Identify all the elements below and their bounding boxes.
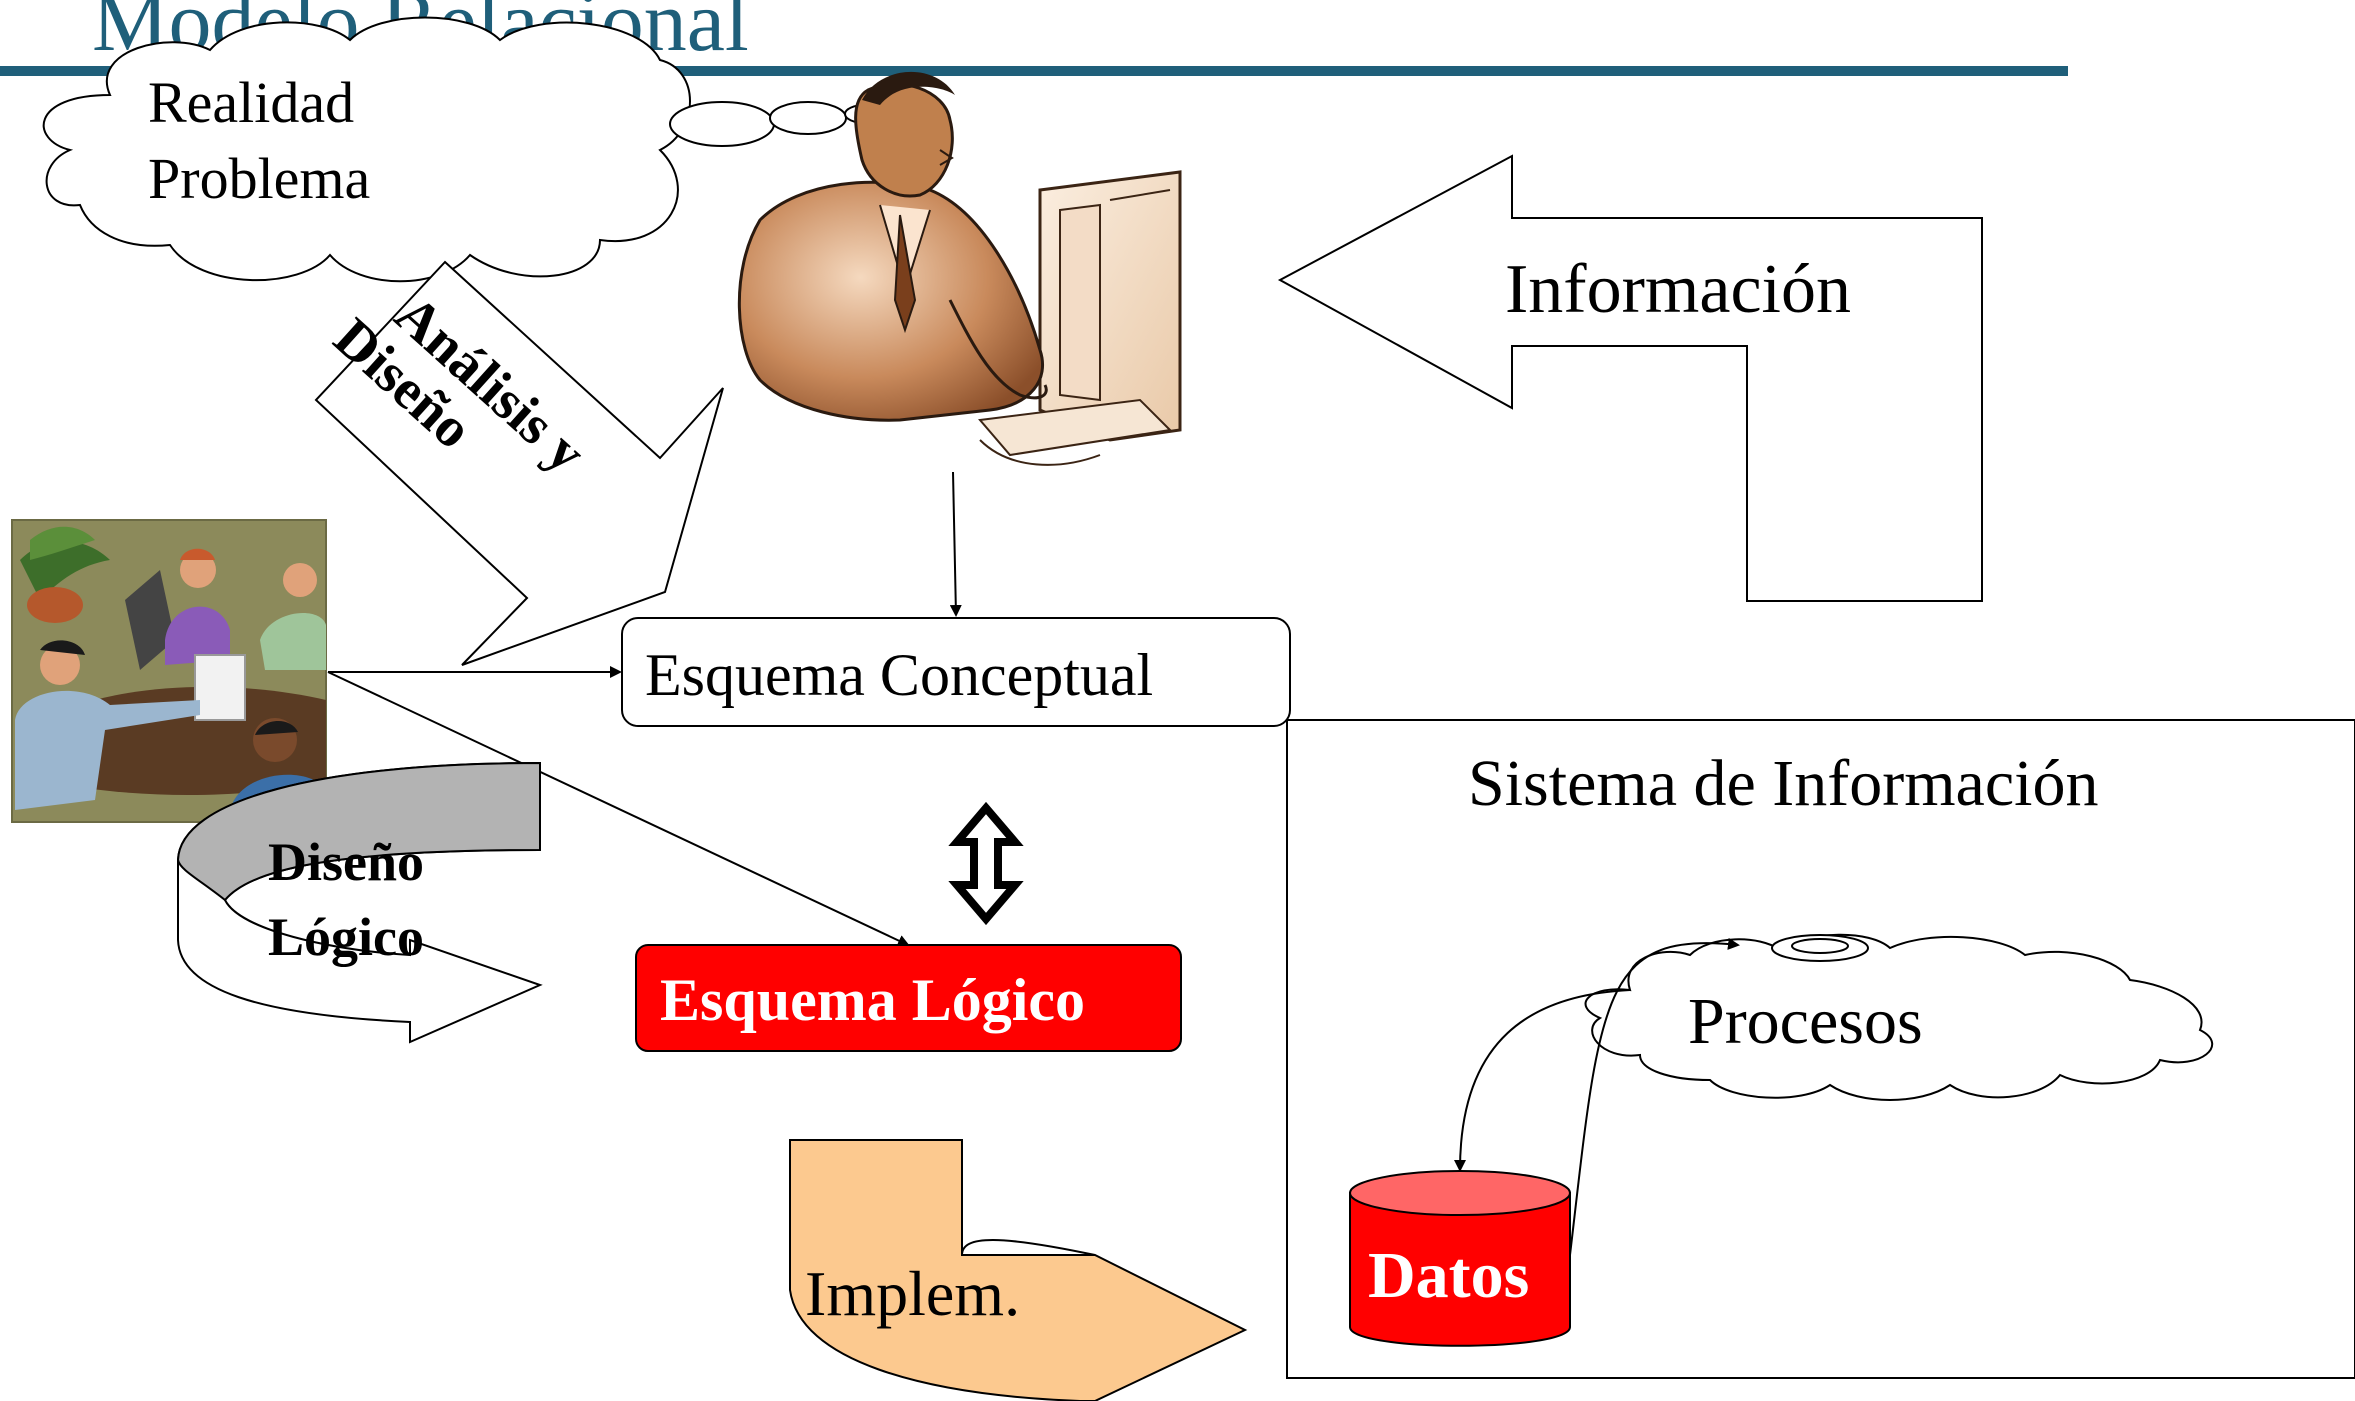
- implementation-label: Implem.: [805, 1258, 1020, 1329]
- conceptual-schema-label: Esquema Conceptual: [645, 642, 1153, 708]
- conceptual-schema-box: Esquema Conceptual: [621, 617, 1291, 727]
- cloud-text-realidad: Realidad: [148, 70, 354, 135]
- logical-schema-box: Esquema Lógico: [635, 944, 1182, 1052]
- data-cylinder: Datos: [1349, 1170, 1571, 1347]
- cloud-text-problema: Problema: [148, 146, 370, 211]
- analysis-design-arrow: Análisis y Diseño: [314, 260, 724, 666]
- title-rule: [0, 66, 2068, 76]
- processes-label: Procesos: [1688, 985, 1923, 1058]
- logical-design-text-2: Lógico: [268, 907, 424, 967]
- person-at-computer-icon: [737, 71, 1182, 466]
- up-down-double-arrow-icon: [948, 801, 1024, 926]
- logical-schema-label: Esquema Lógico: [660, 967, 1085, 1033]
- connector-data-to-processes: [1569, 937, 1740, 1256]
- information-arrow: Información: [1277, 154, 1983, 602]
- implementation-arrow: Implem.: [789, 1139, 1248, 1401]
- connector-meeting-to-logical: [327, 671, 910, 947]
- thought-bubble-medium: [769, 101, 847, 135]
- thought-bubble-large: [669, 101, 775, 147]
- data-label: Datos: [1368, 1239, 1529, 1312]
- team-meeting-icon: [11, 519, 327, 823]
- connector-person-to-conceptual: [949, 471, 962, 617]
- information-label: Información: [1505, 251, 1851, 328]
- connector-processes-to-data: [1454, 989, 1631, 1172]
- logical-design-arrow: Diseño Lógico: [176, 761, 543, 1044]
- logical-design-text-1: Diseño: [268, 832, 424, 892]
- information-system-title: Sistema de Información: [1468, 747, 2098, 820]
- information-system-panel: Sistema de Información Procesos Datos: [1286, 719, 2355, 1379]
